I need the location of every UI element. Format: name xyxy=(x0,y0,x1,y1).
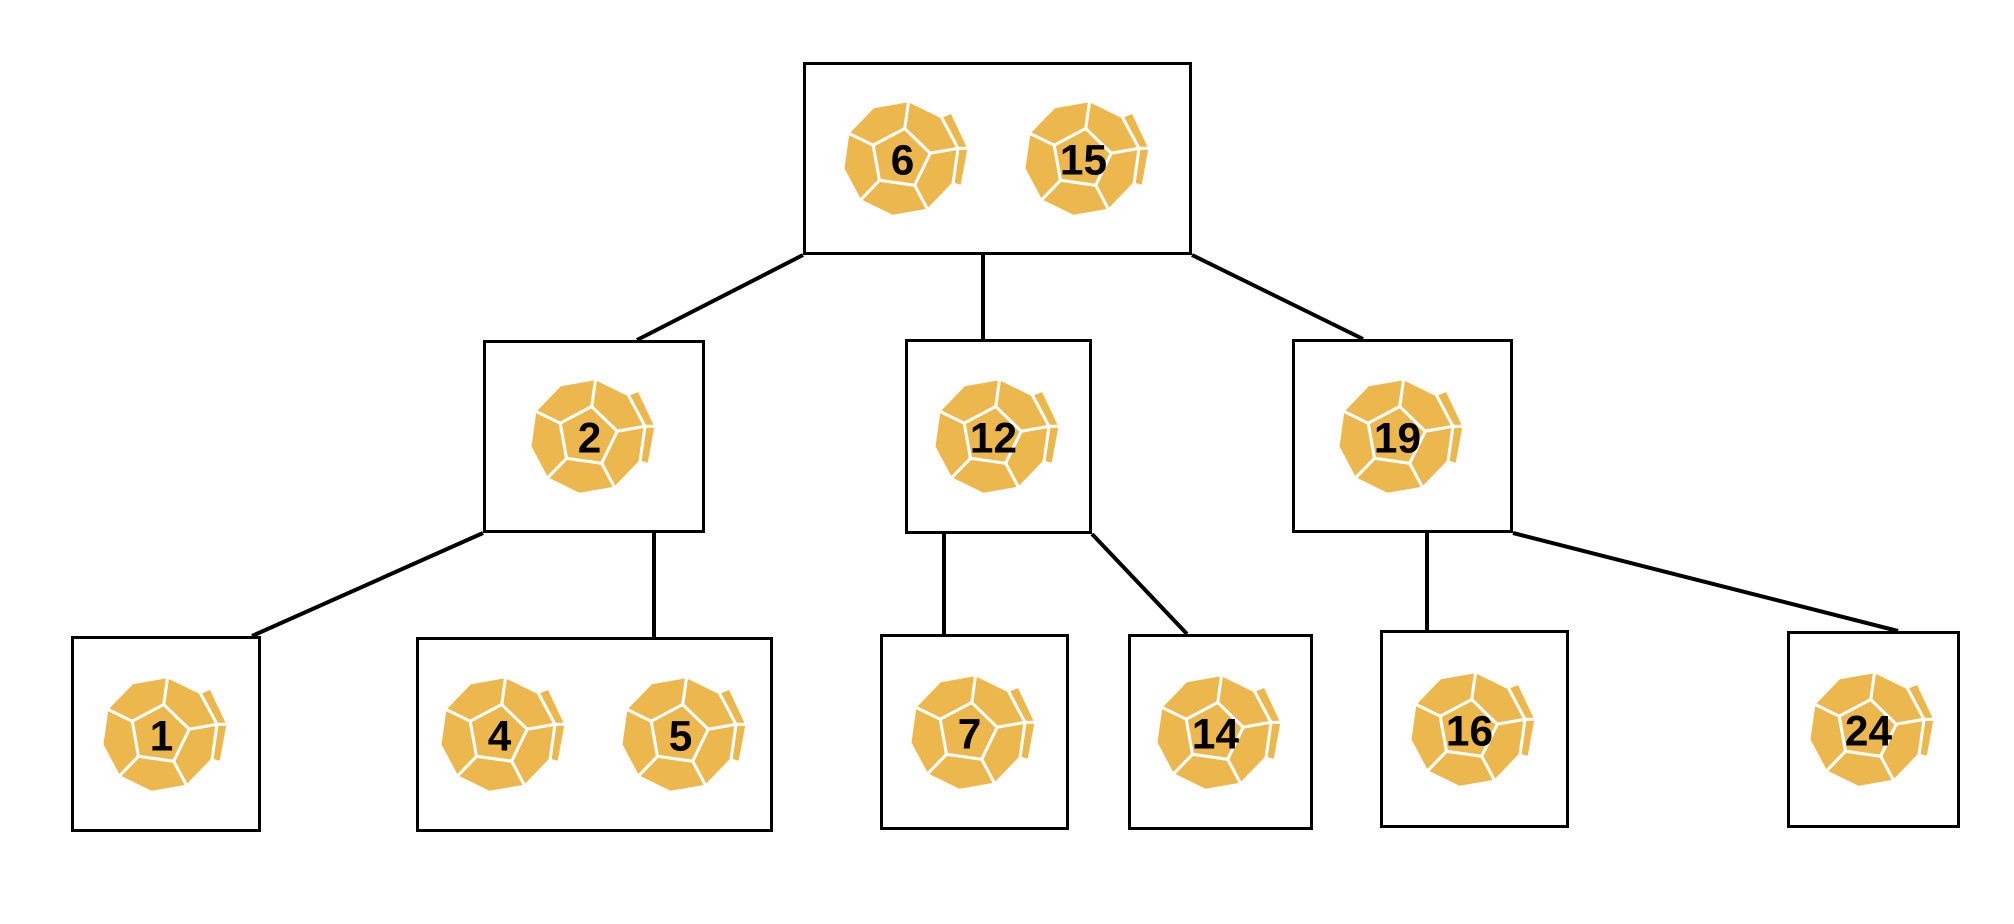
die-number: 5 xyxy=(668,713,692,760)
die-number: 19 xyxy=(1374,414,1421,461)
d12-die-icon: 19 xyxy=(1336,376,1466,496)
tree-edge-n12-n14 xyxy=(1090,532,1189,636)
tree-edge-n2-n1 xyxy=(251,531,484,638)
die-number: 12 xyxy=(970,415,1017,462)
tree-node-n14: 14 xyxy=(1128,634,1313,830)
d12-die-icon: 5 xyxy=(618,675,748,794)
d12-die-icon: 16 xyxy=(1408,669,1538,789)
d12-die-icon: 6 xyxy=(840,99,970,218)
die-number: 7 xyxy=(958,710,982,757)
die-number: 2 xyxy=(577,415,601,462)
tree-node-n12: 12 xyxy=(905,339,1092,534)
d12-die-icon: 2 xyxy=(527,377,657,496)
d12-die-icon: 7 xyxy=(908,672,1038,792)
tree-node-n19: 19 xyxy=(1292,339,1513,533)
d12-die-icon: 14 xyxy=(1154,672,1284,792)
tree-node-n1: 1 xyxy=(71,636,261,832)
d12-die-icon: 4 xyxy=(437,675,567,794)
tree-node-n24: 24 xyxy=(1787,631,1960,828)
tree-node-n16: 16 xyxy=(1380,630,1569,828)
tree-edge-root-n19 xyxy=(1191,253,1364,341)
tree-edge-root-n2 xyxy=(636,253,804,342)
d12-die-icon: 1 xyxy=(99,674,229,794)
die-number: 1 xyxy=(149,712,173,759)
die-number: 14 xyxy=(1192,710,1240,757)
tree-node-n2: 2 xyxy=(483,340,705,533)
die-number: 15 xyxy=(1059,137,1106,184)
die-number: 6 xyxy=(890,137,914,184)
tree-node-n7: 7 xyxy=(880,634,1069,830)
die-number: 16 xyxy=(1446,707,1493,754)
d12-die-icon: 15 xyxy=(1021,99,1151,218)
die-number: 24 xyxy=(1845,708,1893,755)
tree-edge-n19-n24 xyxy=(1512,531,1899,633)
tree-node-root: 6 15 xyxy=(803,62,1192,255)
die-number: 4 xyxy=(487,713,511,760)
d12-die-icon: 24 xyxy=(1807,670,1937,789)
d12-die-icon: 12 xyxy=(932,377,1062,496)
